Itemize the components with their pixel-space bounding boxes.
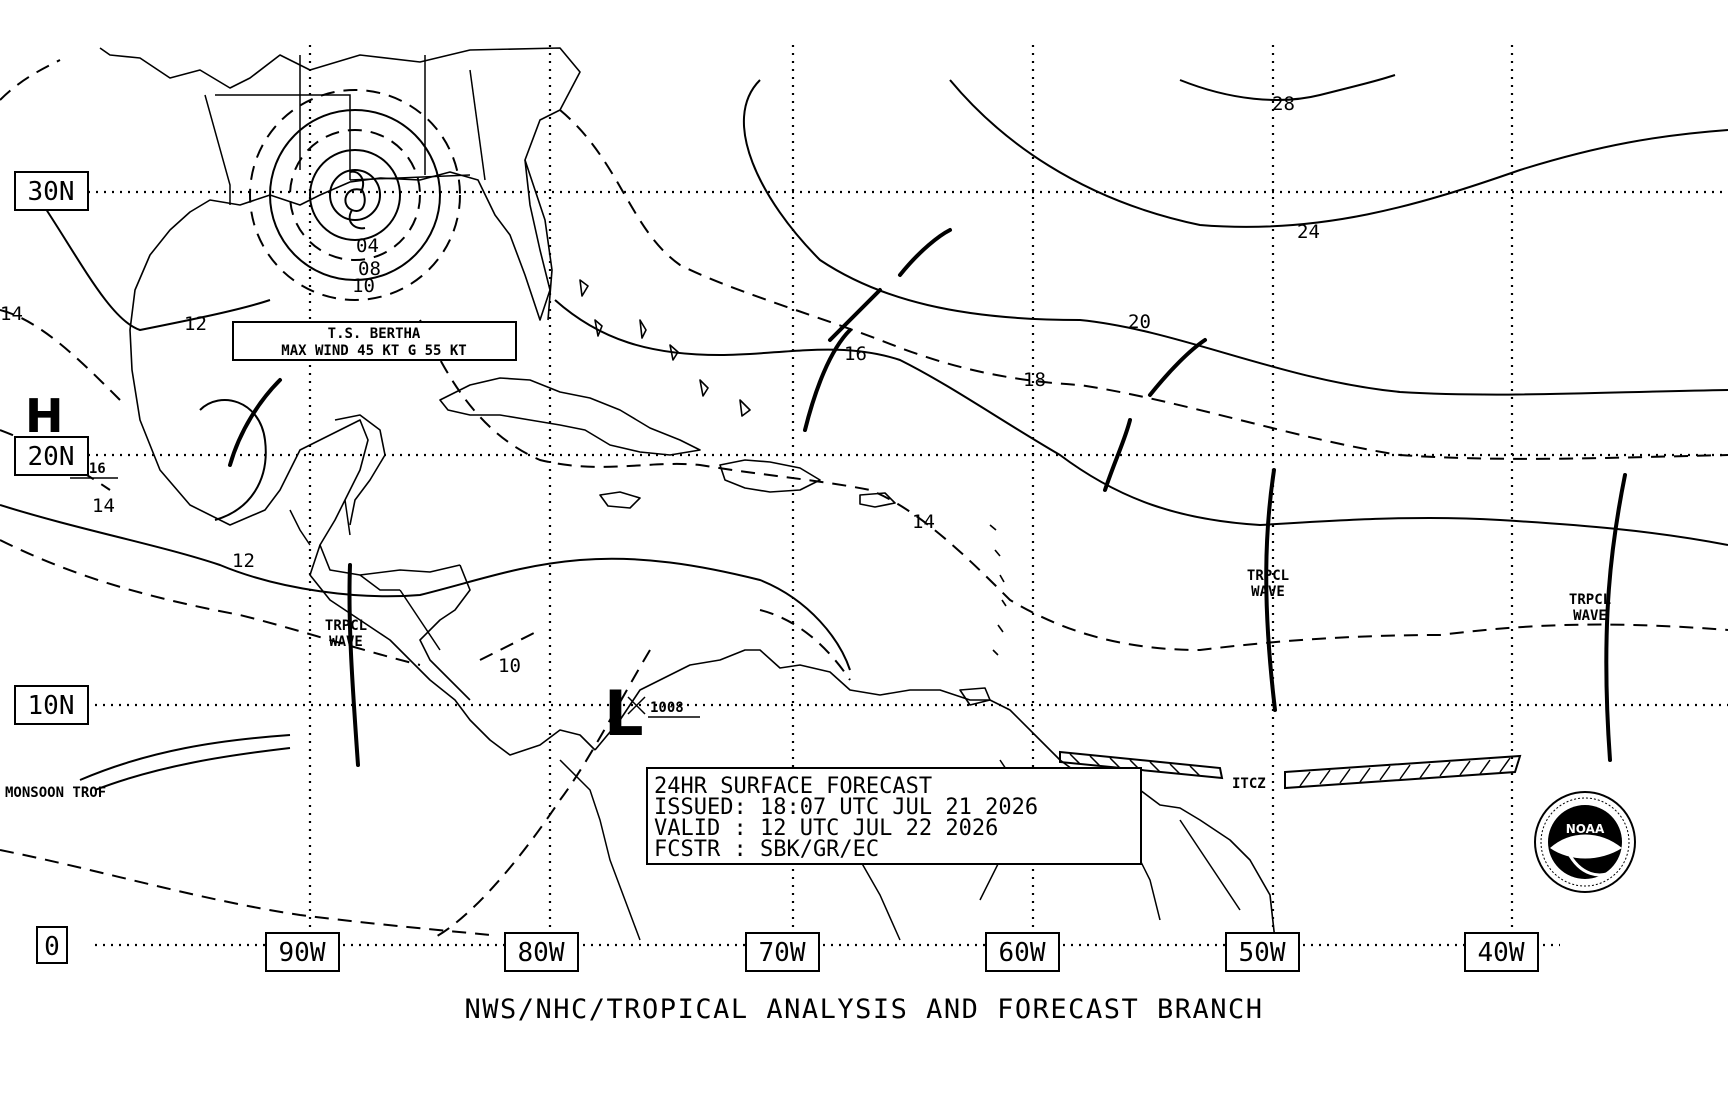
isobar-label: 24 <box>1297 221 1320 243</box>
isobar-label: 14 <box>92 495 115 517</box>
itcz-band: ITCZ <box>1059 750 1522 792</box>
lon-label-80w: 80W <box>518 938 565 968</box>
forecast-info-box: 24HR SURFACE FORECAST ISSUED: 18:07 UTC … <box>646 767 1142 865</box>
storm-info-box: T.S. BERTHA MAX WIND 45 KT G 55 KT <box>232 321 517 361</box>
lon-label-60w: 60W <box>999 938 1046 968</box>
lon-label-90w: 90W <box>279 938 326 968</box>
lat-label-10n: 10N <box>28 691 75 721</box>
tropical-storm-symbol <box>344 170 366 230</box>
forecast-title: 24HR SURFACE FORECAST <box>654 774 932 799</box>
isobar-label: 10 <box>352 275 375 297</box>
isobar-label: 12 <box>184 313 207 335</box>
low-pressure-value: 1008 <box>650 700 684 716</box>
itcz-label: ITCZ <box>1232 776 1266 792</box>
isobar-label: 10 <box>498 655 521 677</box>
low-center-cross-icon <box>627 696 646 715</box>
forecast-valid: VALID : 12 UTC JUL 22 2026 <box>654 816 998 841</box>
isobar-labels: 28 24 20 18 16 14 14 14 12 12 10 10 04 0… <box>0 93 1320 677</box>
isobar-label: 20 <box>1128 311 1151 333</box>
wave-label: WAVE <box>1573 608 1607 624</box>
monsoon-trough-label: MONSOON TROF <box>5 785 106 801</box>
wave-label: WAVE <box>1251 584 1285 600</box>
storm-wind: MAX WIND 45 KT G 55 KT <box>281 343 466 359</box>
forecast-issued: ISSUED: 18:07 UTC JUL 21 2026 <box>654 795 1038 820</box>
isobar-label: 08 <box>358 258 381 280</box>
lat-label-20n: 20N <box>28 442 75 472</box>
isobar-label: 14 <box>0 303 23 325</box>
storm-name: T.S. BERTHA <box>328 326 421 342</box>
isobar-label: 14 <box>912 511 935 533</box>
lat-label-30n: 30N <box>28 177 75 207</box>
lon-label-70w: 70W <box>759 938 806 968</box>
low-pressure-symbol: L <box>604 677 644 750</box>
lat-label-0: 0 <box>44 932 60 962</box>
isobar-label: 16 <box>844 343 867 365</box>
noaa-logo-text: NOAA <box>1566 822 1605 836</box>
wave-label: TRPCL <box>325 618 367 634</box>
isobars <box>0 59 1728 941</box>
longitude-labels: 90W 80W 70W 60W 50W 40W <box>265 932 1539 972</box>
wave-label: TRPCL <box>1569 592 1611 608</box>
high-pressure-symbol: H <box>25 389 64 443</box>
isobar-label: 18 <box>1023 369 1046 391</box>
wave-label: WAVE <box>329 634 363 650</box>
latitude-labels: 30N 20N 10N 0 <box>14 171 89 964</box>
wave-label: TRPCL <box>1247 568 1289 584</box>
tropical-wave-axes <box>228 228 1627 767</box>
tropical-wave-labels: TRPCL WAVE TRPCL WAVE TRPCL WAVE <box>325 568 1611 650</box>
lon-label-50w: 50W <box>1239 938 1286 968</box>
lon-label-40w: 40W <box>1478 938 1525 968</box>
noaa-logo: NOAA <box>1534 791 1636 893</box>
isobar-label: 04 <box>356 235 379 257</box>
forecast-forecasters: FCSTR : SBK/GR/EC <box>654 837 879 862</box>
footer-attribution: NWS/NHC/TROPICAL ANALYSIS AND FORECAST B… <box>465 994 1264 1025</box>
isobar-label: 12 <box>232 550 255 572</box>
isobar-label: 28 <box>1272 93 1295 115</box>
